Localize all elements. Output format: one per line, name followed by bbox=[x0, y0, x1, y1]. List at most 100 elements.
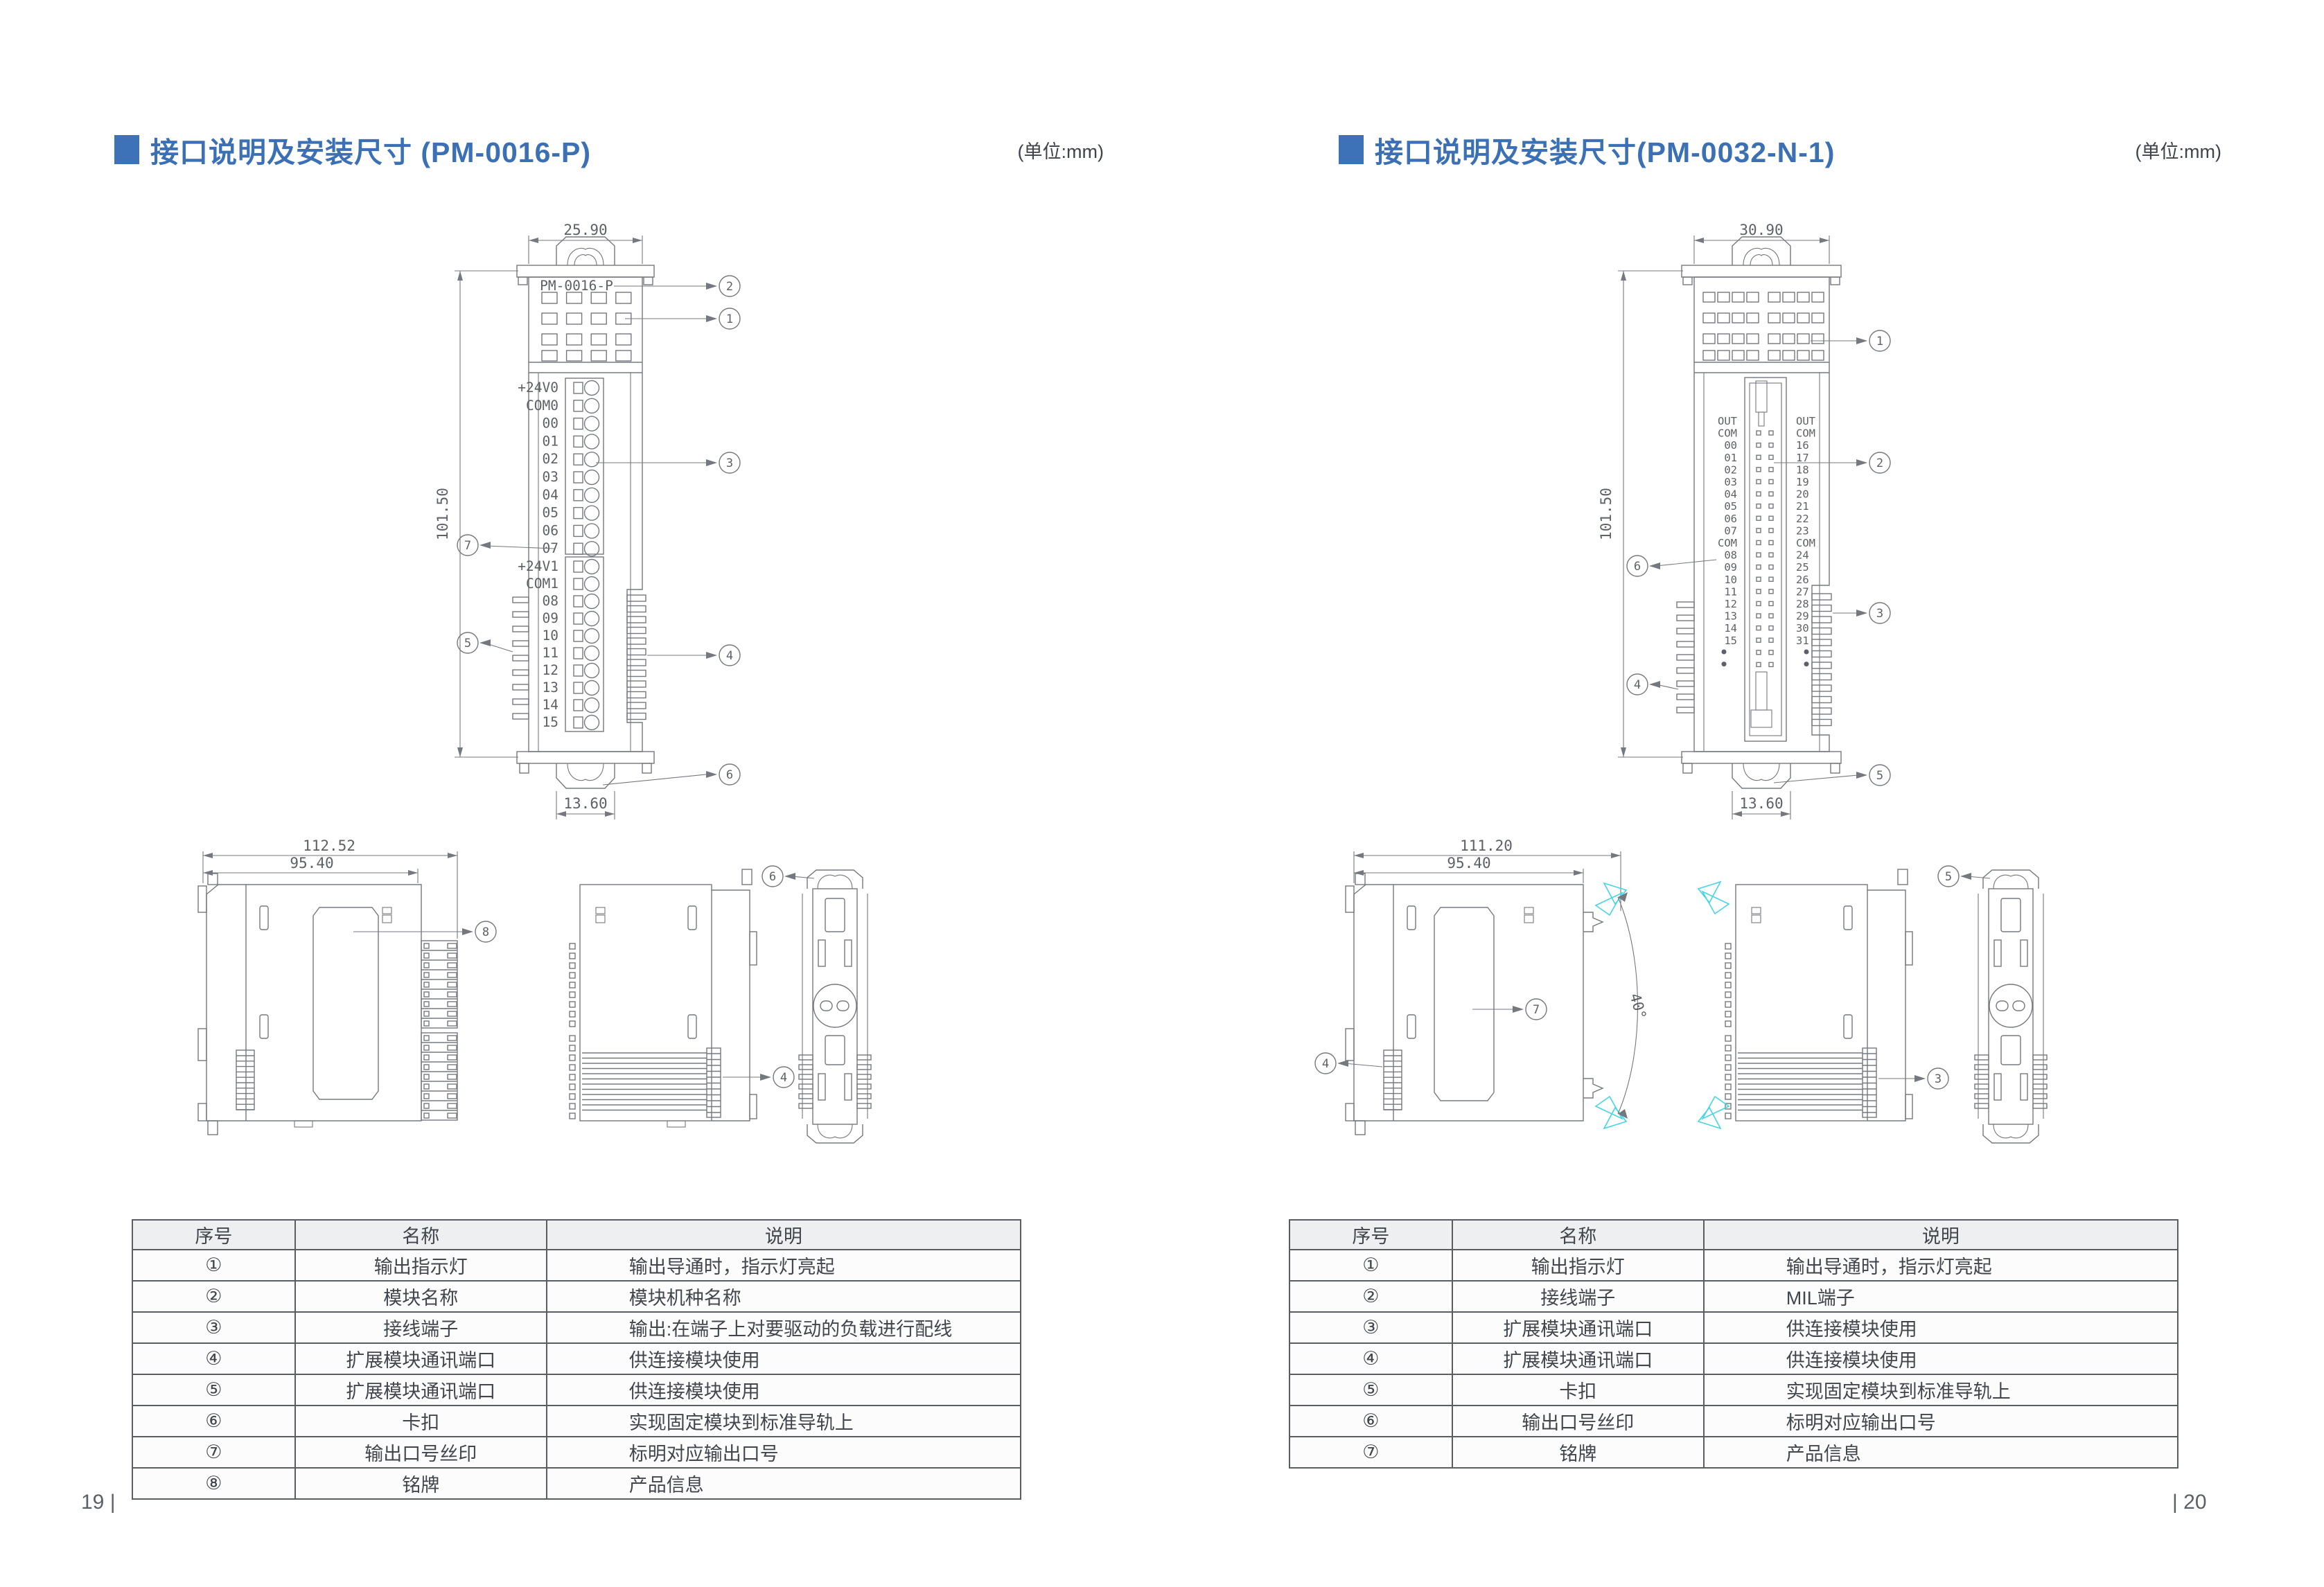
table-cell: 供连接模块使用 bbox=[1702, 1342, 2179, 1375]
drawing-label: 04 bbox=[1724, 488, 1737, 501]
table-cell: 卡扣 bbox=[1451, 1374, 1705, 1406]
callout-comb-right: 3 bbox=[1876, 607, 1883, 621]
callout-clip: 5 bbox=[1876, 769, 1883, 783]
page-number-right: | 20 bbox=[2172, 1491, 2207, 1514]
terminal-squares bbox=[423, 943, 430, 1027]
terminal-screws bbox=[583, 380, 600, 557]
led-row bbox=[1702, 292, 1824, 303]
page-title: 接口说明及安装尺寸 (PM-0016-P) bbox=[150, 136, 592, 168]
callout-led: 1 bbox=[1876, 335, 1883, 348]
table-cell: 输出口号丝印 bbox=[1451, 1405, 1705, 1437]
drawing-label: 00 bbox=[1724, 439, 1737, 452]
table-cell: 接线端子 bbox=[294, 1311, 547, 1344]
table-cell: ③ bbox=[1289, 1311, 1453, 1344]
title-square-icon bbox=[1339, 135, 1364, 164]
table-cell: ⑥ bbox=[1289, 1405, 1453, 1437]
table-cell: 输出指示灯 bbox=[1451, 1249, 1705, 1282]
table-header-cell: 说明 bbox=[545, 1219, 1022, 1250]
drawing-label: COM1 bbox=[526, 576, 558, 592]
terminal-rows bbox=[421, 950, 457, 1019]
led-row bbox=[541, 312, 632, 325]
mil-pins-col1 bbox=[1756, 430, 1761, 668]
drawing-label: 30 bbox=[1796, 622, 1809, 635]
terminal-squares bbox=[1725, 1035, 1732, 1119]
table-cell: MIL端子 bbox=[1702, 1280, 2179, 1313]
terminal-rows bbox=[421, 1042, 457, 1111]
table-cell: 供连接模块使用 bbox=[545, 1342, 1022, 1375]
expansion-comb-left bbox=[1676, 601, 1695, 713]
drawing-label: COM bbox=[1796, 427, 1815, 440]
drawing-label: 24 bbox=[1796, 549, 1809, 562]
table-cell: 实现固定模块到标准导轨上 bbox=[1702, 1374, 2179, 1406]
label-dots-left bbox=[1721, 649, 1727, 667]
drawing-label: 03 bbox=[543, 469, 558, 485]
drawing-label: 07 bbox=[1724, 524, 1737, 537]
drawing-label: 14 bbox=[1724, 622, 1737, 635]
drawing-label: 01 bbox=[1724, 452, 1737, 464]
dim-total: 112.52 bbox=[303, 837, 355, 854]
callout-silk: 6 bbox=[1634, 560, 1641, 574]
expansion-comb-left bbox=[512, 596, 529, 720]
drawing-label: 27 bbox=[1796, 585, 1809, 598]
terminal-squares bbox=[569, 943, 576, 1027]
callout-clip: 5 bbox=[1945, 870, 1952, 884]
led-row bbox=[541, 292, 632, 304]
table-cell: 输出指示灯 bbox=[294, 1249, 547, 1282]
drawing-label: 21 bbox=[1796, 500, 1809, 513]
rear-comb-left bbox=[798, 1054, 813, 1109]
table-cell: ④ bbox=[132, 1342, 296, 1375]
terminal-teeth bbox=[447, 943, 457, 1027]
drawing-label: 05 bbox=[1724, 500, 1737, 513]
expansion-comb-right bbox=[1811, 593, 1832, 727]
table-cell: 输出导通时，指示灯亮起 bbox=[1702, 1249, 2179, 1282]
led-row bbox=[1702, 350, 1824, 361]
table-cell: ③ bbox=[132, 1311, 296, 1344]
dim-height: 101.50 bbox=[1598, 488, 1614, 540]
table-cell: 扩展模块通讯端口 bbox=[294, 1374, 547, 1406]
callout-nameplate: 7 bbox=[1533, 1003, 1540, 1017]
drawing-label: OUT bbox=[1796, 415, 1815, 427]
front-view-pm-0032-n-1: OUTCOM0001020304050607COM080910111213141… bbox=[1598, 222, 1891, 819]
table-cell: 标明对应输出口号 bbox=[545, 1436, 1022, 1469]
mil-pins-col2 bbox=[1768, 430, 1774, 668]
table-cell: 铭牌 bbox=[294, 1467, 547, 1500]
table-cell: ① bbox=[132, 1249, 296, 1282]
table-cell: 卡扣 bbox=[294, 1405, 547, 1437]
ribbon-ribs bbox=[582, 1052, 707, 1111]
table-cell: ⑤ bbox=[1289, 1374, 1453, 1406]
drawing-label: 06 bbox=[1724, 513, 1737, 525]
drawing-label: 19 bbox=[1796, 476, 1809, 488]
drawing-label: 15 bbox=[543, 714, 558, 730]
table-cell: ⑦ bbox=[1289, 1436, 1453, 1469]
drawing-label: COM bbox=[1718, 537, 1737, 549]
drawing-label: 11 bbox=[1724, 585, 1737, 598]
drawing-label: 20 bbox=[1796, 488, 1809, 501]
drawing-label: 10 bbox=[543, 628, 558, 644]
connector-ribs bbox=[1863, 1053, 1876, 1113]
drawing-label: OUT bbox=[1718, 415, 1737, 427]
led-row bbox=[1702, 312, 1824, 323]
table-cell: 模块机种名称 bbox=[545, 1280, 1022, 1313]
drawing-label: +24V0 bbox=[518, 380, 558, 396]
expansion-ribs bbox=[236, 1055, 254, 1110]
unit-label: (单位:mm) bbox=[1017, 141, 1104, 162]
callout-nameplate: 8 bbox=[482, 925, 489, 939]
drawing-label: 31 bbox=[1796, 635, 1809, 647]
terminal-squares bbox=[569, 1035, 576, 1119]
terminal-teeth bbox=[573, 560, 583, 729]
drawing-label: 23 bbox=[1796, 524, 1809, 537]
mil-labels-left: OUTCOM0001020304050607COM080910111213141… bbox=[1718, 415, 1737, 647]
drawing-label: 03 bbox=[1724, 476, 1737, 488]
drawing-label: COM bbox=[1718, 427, 1737, 440]
page-title: 接口说明及安装尺寸(PM-0032-N-1) bbox=[1375, 136, 1836, 168]
rear-comb-right bbox=[2032, 1054, 2048, 1109]
table-cell: 扩展模块通讯端口 bbox=[1451, 1342, 1705, 1375]
rear-comb-right bbox=[856, 1054, 872, 1109]
callout-led: 1 bbox=[726, 312, 733, 326]
table-cell: ⑤ bbox=[132, 1374, 296, 1406]
